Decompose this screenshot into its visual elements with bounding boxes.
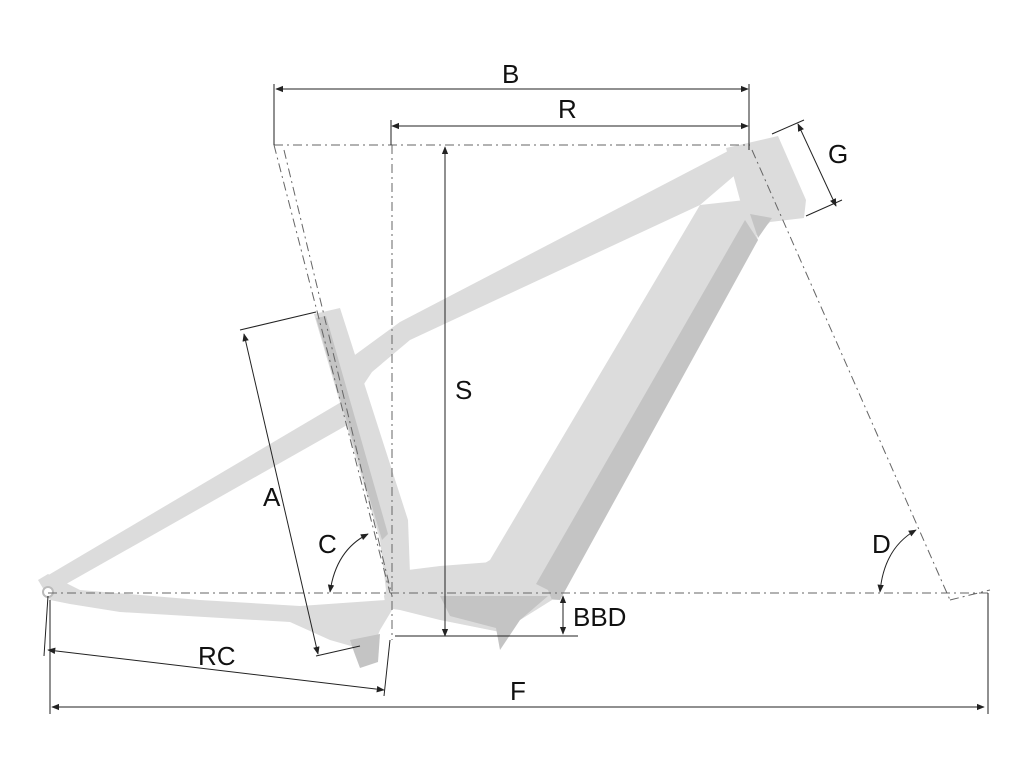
dim-rc-line [47, 647, 385, 693]
angle-c-arc [327, 533, 369, 593]
down-tube-shade [528, 220, 758, 600]
dimensions [43, 84, 989, 714]
dim-a-line [242, 333, 320, 655]
dim-a-ext-top [239, 311, 317, 331]
label-b: B [502, 59, 519, 89]
label-s: S [455, 375, 472, 405]
bike-frame [38, 136, 806, 668]
seat-stay [40, 398, 356, 592]
label-r: R [558, 94, 577, 124]
labels: B R G S A C D BBD RC F [198, 59, 891, 706]
label-f: F [510, 676, 526, 706]
down-tube [440, 200, 758, 596]
seat-tube-axis [273, 144, 391, 594]
motor-housing-shade [440, 596, 548, 650]
dim-g-line [797, 123, 837, 207]
head-tube-extension [949, 589, 991, 601]
guide-lines [48, 144, 991, 640]
label-d: D [872, 529, 891, 559]
dim-rc-ext-left [43, 595, 49, 657]
top-tube [348, 150, 748, 390]
head-tube-axis [751, 149, 951, 601]
label-rc: RC [198, 641, 236, 671]
label-a: A [263, 482, 281, 512]
effective-seat-line [283, 149, 393, 597]
rear-dropout [42, 586, 54, 598]
dim-g-ext-top [771, 119, 805, 135]
dim-a-ext-bottom [315, 645, 361, 657]
dim-rc-ext-right [383, 639, 391, 697]
head-tube-shade [750, 214, 772, 238]
seat-tube-shade [316, 316, 388, 540]
dim-g-ext-bottom [805, 199, 843, 217]
label-g: G [828, 139, 848, 169]
label-bbd: BBD [573, 602, 626, 632]
chain-stay [38, 574, 392, 650]
label-c: C [318, 529, 337, 559]
angle-d-arc [877, 529, 917, 593]
